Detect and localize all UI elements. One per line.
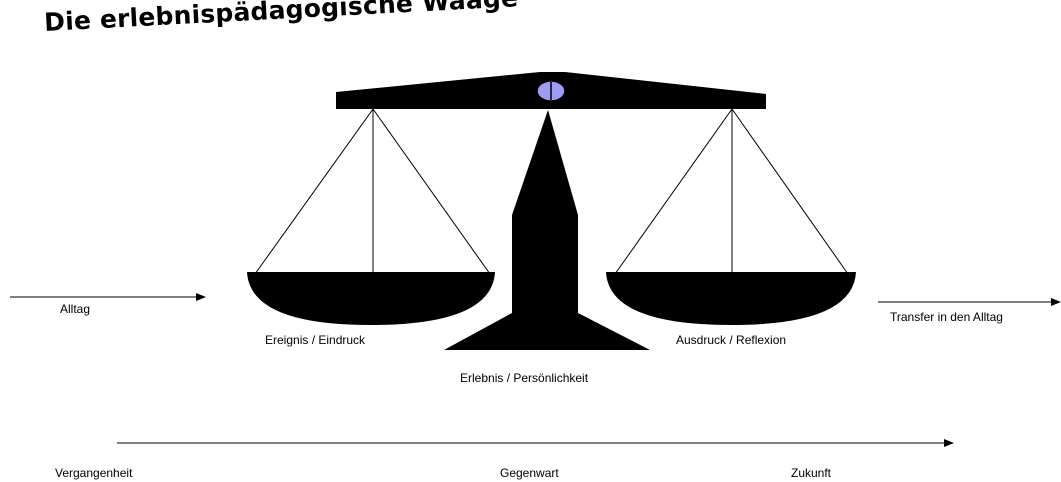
timeline-future-label: Zukunft bbox=[791, 466, 832, 480]
timeline-past-label: Vergangenheit bbox=[55, 466, 133, 480]
center-label: Erlebnis / Persönlichkeit bbox=[460, 371, 589, 385]
right-pan-label: Ausdruck / Reflexion bbox=[676, 333, 787, 347]
left-pan-label: Ereignis / Eindruck bbox=[265, 333, 366, 347]
right-pan-strings bbox=[614, 108, 849, 275]
scale-column bbox=[512, 110, 578, 315]
timeline-present-label: Gegenwart bbox=[500, 466, 559, 480]
alltag-label: Alltag bbox=[60, 302, 91, 316]
left-pan bbox=[247, 272, 495, 325]
left-pan-strings bbox=[254, 108, 491, 275]
transfer-label: Transfer in den Alltag bbox=[890, 310, 1003, 324]
right-pan bbox=[606, 272, 856, 325]
scale-base bbox=[444, 313, 650, 350]
